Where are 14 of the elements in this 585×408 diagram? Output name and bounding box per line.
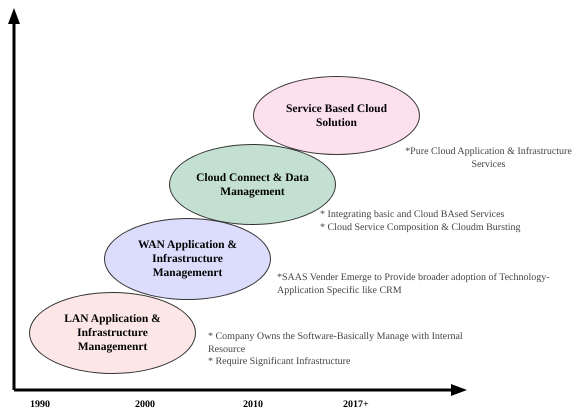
- stage-title: WAN Application & Infrastructure Managemenrt: [136, 238, 238, 280]
- year-label: 1990: [30, 398, 50, 408]
- stage-note: *Pure Cloud Application & Infrastructure Services: [404, 146, 573, 171]
- stage-note: * Integrating basic and Cloud BAsed Services: [320, 209, 504, 222]
- stage-title: Service Based Cloud Solution: [285, 102, 388, 130]
- year-label: 2017+: [343, 398, 369, 408]
- stage-note: * Cloud Service Composition & Cloudm Bursting: [320, 222, 521, 234]
- stage-note: * Company Owns the Software-Basically Manage with Internal Resource: [208, 331, 464, 356]
- stage-title: Cloud Connect & Data Management: [195, 170, 310, 198]
- year-label: 2010: [243, 398, 263, 408]
- stage-title: LAN Application & Infrastructure Managemenrt: [63, 312, 162, 354]
- stage-note: * Require Significant Infrastructure: [208, 356, 350, 368]
- stage-note: *SAAS Vender Emerge to Provide broader adoption of Technology-Application Specific like CRM: [277, 272, 551, 297]
- year-label: 2000: [135, 398, 155, 408]
